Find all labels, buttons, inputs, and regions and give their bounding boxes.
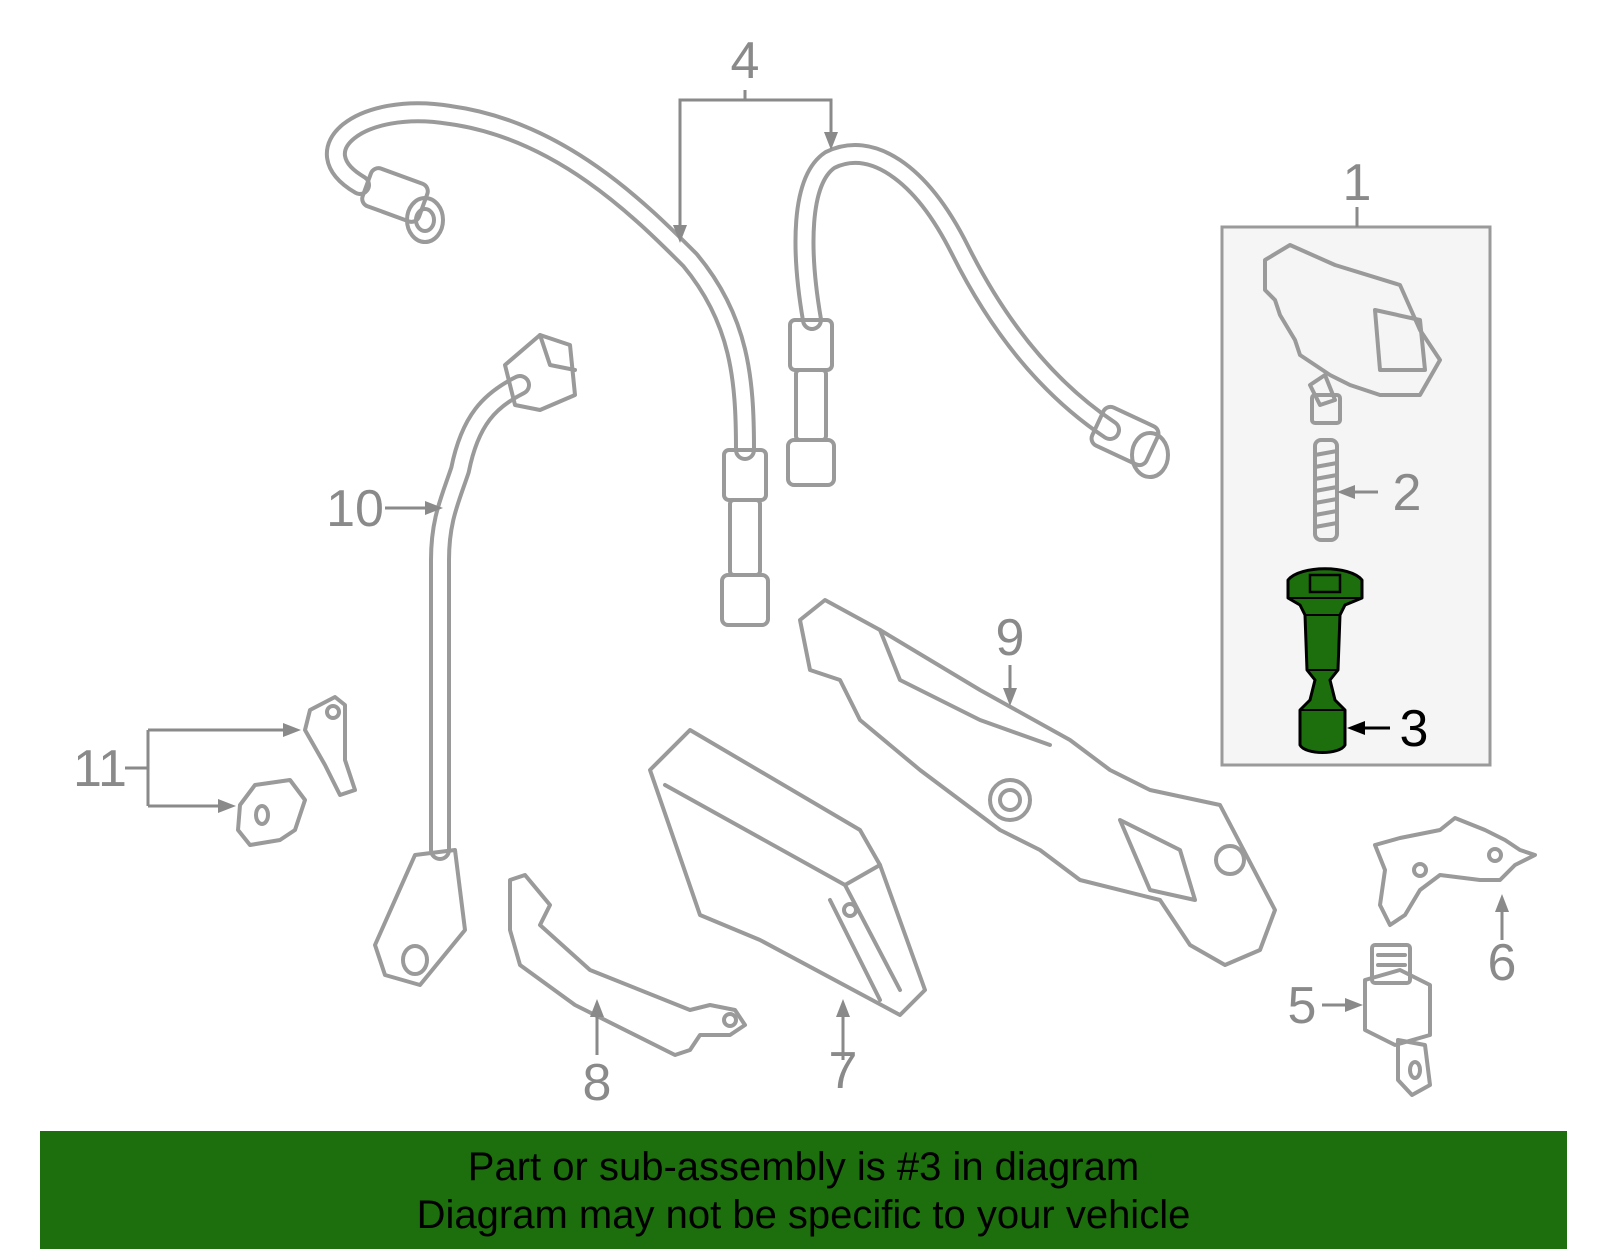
banner-line-1: Part or sub-assembly is #3 in diagram xyxy=(467,1145,1140,1189)
callout-2: 2 xyxy=(1393,464,1422,522)
cam-sensor-10 xyxy=(373,333,577,987)
callout-11-leader xyxy=(125,723,301,813)
callout-6: 6 xyxy=(1488,934,1517,992)
control-module-7 xyxy=(648,728,927,1017)
info-banner: Part or sub-assembly is #3 in diagram Di… xyxy=(40,1131,1567,1249)
callout-5-leader xyxy=(1322,998,1363,1012)
clip-11b xyxy=(236,778,307,847)
callout-10: 10 xyxy=(326,480,384,538)
ignition-coil-1 xyxy=(1263,243,1442,425)
bracket-6 xyxy=(1373,816,1537,927)
coil-boot-3 xyxy=(1286,567,1364,754)
ignition-mount-9 xyxy=(798,598,1277,967)
callout-3-leader xyxy=(1347,721,1390,735)
callout-11: 11 xyxy=(73,740,127,798)
spring-2 xyxy=(1313,438,1339,542)
bracket-8 xyxy=(508,873,747,1057)
banner-line-2: Diagram may not be specific to your vehi… xyxy=(416,1193,1191,1237)
callout-8: 8 xyxy=(583,1054,612,1112)
oxygen-sensor-right xyxy=(786,143,1170,487)
callout-8-leader xyxy=(590,999,604,1055)
parts-diagram: 4 10 11 8 xyxy=(73,32,1537,1112)
oxygen-sensor-left xyxy=(325,101,770,627)
callout-4: 4 xyxy=(731,32,760,90)
clip-11a xyxy=(303,695,357,797)
sensor-5 xyxy=(1363,943,1432,1097)
callout-2-leader xyxy=(1337,485,1378,499)
callout-9: 9 xyxy=(996,609,1025,667)
callout-6-leader xyxy=(1495,894,1509,940)
callout-4-leader xyxy=(673,90,838,243)
inset-box xyxy=(1220,225,1492,767)
callout-7: 7 xyxy=(829,1042,858,1100)
callout-10-leader xyxy=(385,501,443,515)
callout-3: 3 xyxy=(1400,700,1429,758)
callout-1: 1 xyxy=(1343,154,1372,212)
callout-5: 5 xyxy=(1288,977,1317,1035)
callout-7-leader xyxy=(836,999,850,1060)
callout-9-leader xyxy=(1003,665,1017,706)
